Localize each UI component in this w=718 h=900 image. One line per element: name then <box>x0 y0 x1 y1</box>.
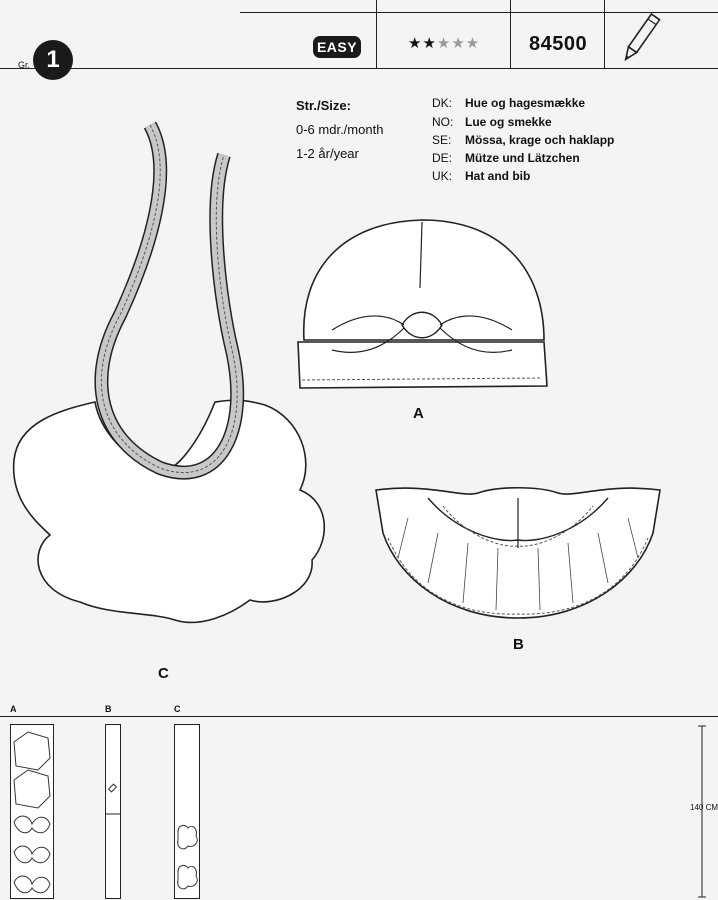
header-bottom-rule <box>0 68 718 69</box>
header-top-rule <box>240 12 718 13</box>
hat-illustration <box>297 219 548 389</box>
garment-description: Mössa, krage och haklapp <box>465 133 615 147</box>
header-divider <box>604 0 605 68</box>
size-heading: Str./Size: <box>296 98 351 113</box>
star-empty-icon: ★★★ <box>436 35 481 52</box>
bib-illustration <box>12 121 325 624</box>
group-number-badge: 1 <box>33 40 73 80</box>
layout-label-b: B <box>105 704 112 714</box>
star-filled-icon: ★★ <box>408 35 437 52</box>
garment-description: Hue og hagesmække <box>465 96 586 110</box>
fabric-width-arrow <box>698 725 706 898</box>
garment-description: Hat and bib <box>465 169 531 183</box>
collar-illustration <box>375 486 661 619</box>
pencil-icon <box>624 12 661 62</box>
language-code: DE: <box>432 151 453 165</box>
illustration-label-b: B <box>513 636 524 653</box>
size-item: 1-2 år/year <box>296 146 359 161</box>
illustration-label-a: A <box>413 405 424 422</box>
cutting-layout-c <box>174 724 200 899</box>
layout-label-c: C <box>174 704 181 714</box>
group-label: Gr. <box>18 60 31 70</box>
language-code: DK: <box>432 96 453 110</box>
header-divider <box>510 0 511 68</box>
difficulty-badge: EASY <box>313 36 361 58</box>
garment-description: Mütze und Lätzchen <box>465 151 580 165</box>
illustration-label-c: C <box>158 665 169 682</box>
cutting-layout-b <box>105 724 121 899</box>
header-divider <box>376 0 377 68</box>
language-code: UK: <box>432 169 453 183</box>
cutting-layout-a <box>10 724 54 899</box>
difficulty-stars: ★★★★★ <box>408 34 480 52</box>
pattern-number: 84500 <box>529 33 588 55</box>
size-item: 0-6 mdr./month <box>296 122 384 137</box>
layout-label-a: A <box>10 704 17 714</box>
layout-top-rule <box>0 716 718 717</box>
language-code: SE: <box>432 133 452 147</box>
fabric-width-label: 140 CM <box>690 803 718 812</box>
garment-description: Lue og smekke <box>465 115 552 129</box>
language-code: NO: <box>432 115 454 129</box>
